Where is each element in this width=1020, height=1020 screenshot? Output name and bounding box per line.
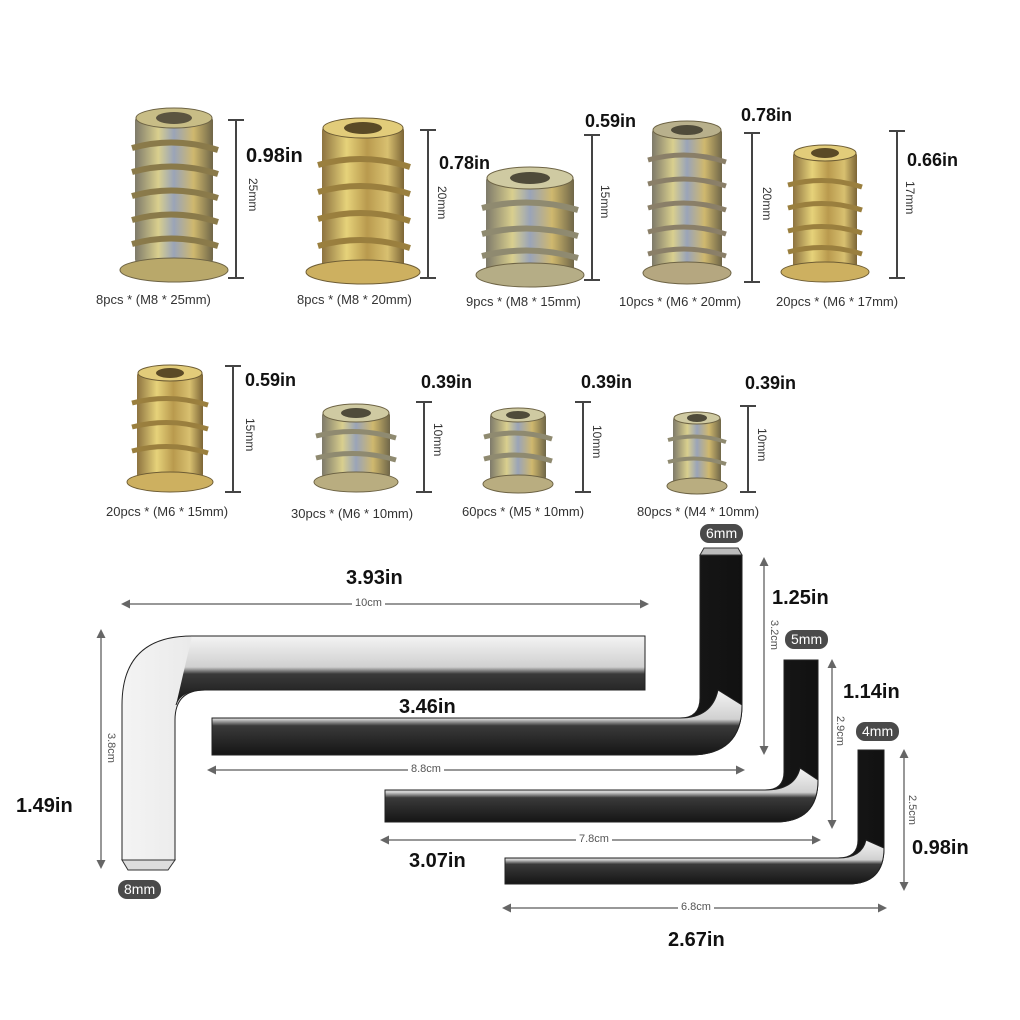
wrench-short-inch: 0.98in bbox=[912, 837, 969, 859]
insert-length-inch: 0.59in bbox=[245, 370, 297, 390]
wrench-dimension-arrows bbox=[96, 557, 909, 913]
insert-caption: 20pcs * (M6 * 17mm) bbox=[776, 294, 899, 309]
insert-m6-17 bbox=[780, 144, 870, 283]
wrench-long-cm: 10cm bbox=[352, 598, 385, 609]
insert-m5-10 bbox=[482, 407, 554, 494]
wrench-long-inch: 3.93in bbox=[346, 567, 403, 589]
row2-dimension-lines bbox=[225, 365, 756, 493]
insert-m6-20 bbox=[642, 120, 732, 285]
insert-m4-10 bbox=[666, 411, 728, 495]
wrench-short-cm: 3.8cm bbox=[105, 733, 117, 763]
insert-length-inch: 0.39in bbox=[421, 372, 473, 392]
wrench-short-cm: 3.2cm bbox=[768, 620, 780, 650]
wrench-short-inch: 1.25in bbox=[772, 587, 829, 609]
insert-length-inch: 0.78in bbox=[741, 105, 793, 125]
insert-length-mm: 10mm bbox=[755, 428, 769, 462]
insert-length-mm: 17mm bbox=[903, 181, 917, 215]
wrench-size-badge: 8mm bbox=[118, 880, 162, 900]
wrench-long-cm: 8.8cm bbox=[408, 764, 444, 775]
insert-length-mm: 20mm bbox=[435, 186, 449, 220]
hex-wrench-8mm bbox=[121, 635, 646, 871]
wrench-size-badge: 5mm bbox=[785, 630, 829, 650]
wrench-short-cm: 2.5cm bbox=[906, 795, 918, 825]
wrench-size-badge: 4mm bbox=[856, 722, 900, 742]
insert-length-inch: 0.78in bbox=[439, 153, 491, 173]
insert-caption: 9pcs * (M8 * 15mm) bbox=[466, 294, 581, 309]
insert-length-mm: 10mm bbox=[431, 423, 445, 457]
hex-wrench-5mm bbox=[384, 659, 819, 823]
insert-caption: 60pcs * (M5 * 10mm) bbox=[462, 504, 585, 519]
insert-caption: 8pcs * (M8 * 20mm) bbox=[297, 292, 412, 307]
insert-caption: 30pcs * (M6 * 10mm) bbox=[291, 506, 414, 521]
wrench-short-inch: 1.14in bbox=[843, 681, 900, 703]
wrench-long-inch: 3.46in bbox=[399, 696, 456, 718]
wrench-long-cm: 7.8cm bbox=[576, 834, 612, 845]
insert-length-inch: 0.39in bbox=[581, 372, 633, 392]
wrench-short-inch: 1.49in bbox=[16, 795, 73, 817]
insert-length-inch: 0.66in bbox=[907, 150, 959, 170]
hex-wrench-4mm bbox=[504, 749, 885, 885]
insert-length-mm: 10mm bbox=[590, 425, 604, 459]
wrench-long-cm: 6.8cm bbox=[678, 902, 714, 913]
insert-m6-10 bbox=[313, 403, 399, 493]
insert-length-inch: 0.59in bbox=[585, 111, 637, 131]
insert-m6-15 bbox=[126, 364, 214, 493]
insert-length-mm: 25mm bbox=[246, 178, 260, 212]
wrench-size-badge: 6mm bbox=[700, 524, 744, 544]
insert-length-inch: 0.39in bbox=[745, 373, 797, 393]
wrench-long-inch: 2.67in bbox=[668, 929, 725, 951]
insert-caption: 10pcs * (M6 * 20mm) bbox=[619, 294, 742, 309]
insert-length-mm: 15mm bbox=[598, 185, 612, 219]
hex-wrench-6mm bbox=[211, 547, 743, 756]
row1-dimension-lines bbox=[228, 119, 905, 283]
insert-caption: 80pcs * (M4 * 10mm) bbox=[637, 504, 760, 519]
insert-caption: 20pcs * (M6 * 15mm) bbox=[106, 504, 229, 519]
insert-m8-25 bbox=[119, 107, 229, 283]
insert-length-inch: 0.98in bbox=[246, 145, 303, 167]
insert-m8-20 bbox=[305, 117, 421, 285]
wrench-long-inch: 3.07in bbox=[409, 850, 466, 872]
insert-m8-15 bbox=[475, 166, 585, 288]
insert-length-mm: 20mm bbox=[760, 187, 774, 221]
insert-caption: 8pcs * (M8 * 25mm) bbox=[96, 292, 211, 307]
wrench-short-cm: 2.9cm bbox=[834, 716, 846, 746]
insert-length-mm: 15mm bbox=[243, 418, 257, 452]
